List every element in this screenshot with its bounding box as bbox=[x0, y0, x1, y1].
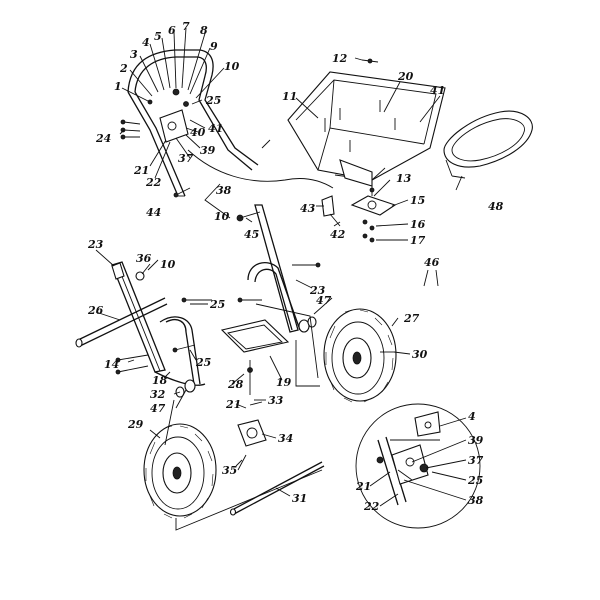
hopper-cover bbox=[443, 110, 533, 179]
label-11: 11 bbox=[282, 90, 297, 103]
label-14: 14 bbox=[104, 358, 119, 371]
label-1: 1 bbox=[114, 80, 122, 93]
handle-assembly bbox=[120, 49, 334, 198]
label-34: 34 bbox=[278, 432, 293, 445]
label-41-hopper: 41 bbox=[430, 84, 445, 97]
wheel-left bbox=[143, 423, 217, 519]
label-10-frame: 10 bbox=[160, 258, 176, 271]
label-21-detail: 21 bbox=[355, 480, 371, 493]
label-25-top: 25 bbox=[205, 94, 221, 107]
label-38-top: 38 bbox=[216, 184, 232, 197]
label-37-detail: 37 bbox=[468, 454, 484, 467]
label-20: 20 bbox=[397, 70, 414, 83]
label-48: 48 bbox=[488, 200, 504, 213]
label-21-top: 21 bbox=[133, 164, 149, 177]
label-27: 27 bbox=[403, 312, 420, 325]
hopper bbox=[287, 58, 446, 187]
label-4-detail: 4 bbox=[468, 410, 476, 423]
label-35: 35 bbox=[222, 464, 237, 477]
label-13: 13 bbox=[396, 172, 412, 185]
part-labels: 1 2 3 4 5 6 7 8 9 10 25 41 40 39 37 21 2… bbox=[87, 20, 504, 513]
label-37-top: 37 bbox=[178, 152, 194, 165]
label-8: 8 bbox=[200, 24, 208, 37]
label-26: 26 bbox=[87, 304, 104, 317]
label-39-detail: 39 bbox=[468, 434, 484, 447]
label-42: 42 bbox=[330, 228, 346, 241]
label-4: 4 bbox=[142, 36, 150, 49]
label-21-mid: 21 bbox=[225, 398, 241, 411]
label-25-detail: 25 bbox=[467, 474, 483, 487]
label-46: 46 bbox=[424, 256, 440, 269]
label-29: 29 bbox=[127, 418, 144, 431]
label-16: 16 bbox=[410, 218, 426, 231]
frame bbox=[75, 204, 321, 398]
label-19: 19 bbox=[276, 376, 292, 389]
label-45: 45 bbox=[244, 228, 259, 241]
label-18: 18 bbox=[152, 374, 168, 387]
spreader-plate bbox=[220, 319, 290, 471]
label-41-top: 41 bbox=[208, 122, 223, 135]
label-31: 31 bbox=[292, 492, 307, 505]
label-22-top: 22 bbox=[145, 176, 162, 189]
label-30: 30 bbox=[412, 348, 428, 361]
label-17: 17 bbox=[410, 234, 426, 247]
detail-view bbox=[355, 403, 481, 529]
label-5: 5 bbox=[154, 30, 162, 43]
label-43: 43 bbox=[300, 202, 316, 215]
label-47-left: 47 bbox=[150, 402, 166, 415]
label-47-right: 47 bbox=[316, 294, 332, 307]
label-33: 33 bbox=[268, 394, 284, 407]
label-23-right: 23 bbox=[309, 284, 326, 297]
label-38-detail: 38 bbox=[468, 494, 484, 507]
label-6: 6 bbox=[168, 24, 176, 37]
leader-lines bbox=[95, 27, 467, 531]
label-10-top: 10 bbox=[224, 60, 240, 73]
label-15: 15 bbox=[410, 194, 425, 207]
label-24: 24 bbox=[95, 132, 111, 145]
gearbox bbox=[321, 182, 397, 243]
label-28: 28 bbox=[227, 378, 244, 391]
label-40: 40 bbox=[190, 126, 206, 139]
label-22-detail: 22 bbox=[363, 500, 380, 513]
label-9: 9 bbox=[210, 40, 218, 53]
label-10-mid: 10 bbox=[214, 210, 230, 223]
label-44: 44 bbox=[146, 206, 161, 219]
label-25-lower: 25 bbox=[195, 356, 211, 369]
label-2: 2 bbox=[119, 62, 128, 75]
label-32: 32 bbox=[150, 388, 166, 401]
label-39-top: 39 bbox=[200, 144, 216, 157]
label-7: 7 bbox=[182, 20, 190, 33]
label-36: 36 bbox=[136, 252, 152, 265]
label-3: 3 bbox=[130, 48, 138, 61]
label-23-left: 23 bbox=[87, 238, 104, 251]
label-12: 12 bbox=[332, 52, 348, 65]
wheel-right bbox=[323, 308, 397, 403]
label-25-frame: 25 bbox=[209, 298, 225, 311]
